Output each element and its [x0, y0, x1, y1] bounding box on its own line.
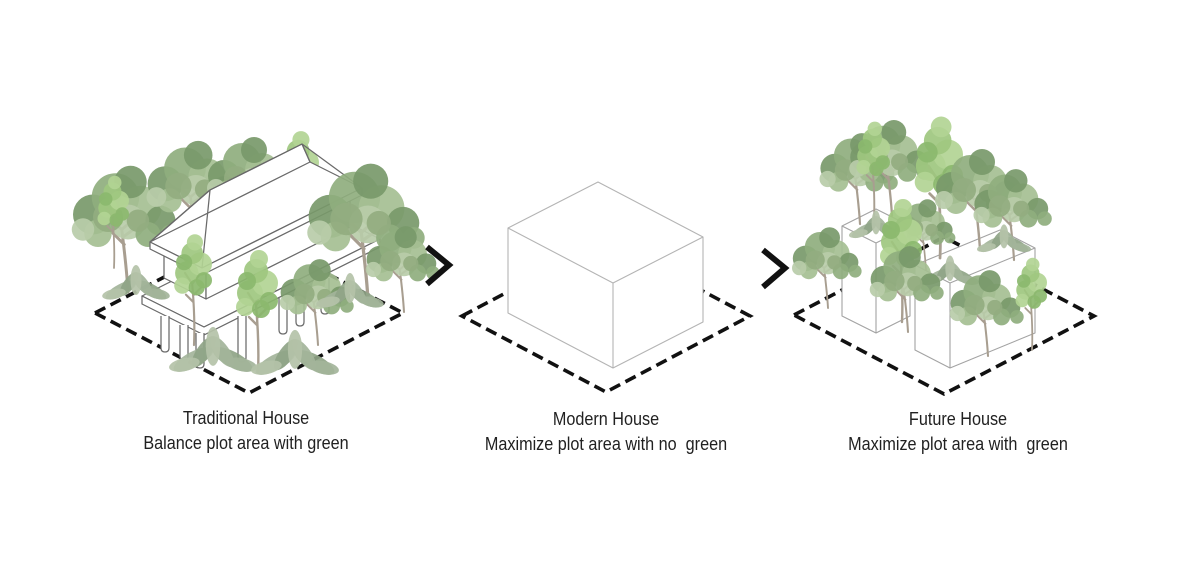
panel-future-illustration — [790, 115, 1098, 397]
panel-subtitle: Maximize plot area with no green — [484, 433, 728, 454]
panel-title: Future House — [908, 409, 1008, 429]
arrow-right-icon — [425, 244, 454, 287]
panel-traditional-illustration — [70, 130, 441, 396]
panel-title: Traditional House — [182, 408, 310, 428]
panel-subtitle: Maximize plot area with green — [848, 433, 1068, 454]
panel-modern-illustration — [458, 181, 754, 395]
panel-caption-modern: Modern House Maximize plot area with no … — [417, 407, 795, 456]
panel-caption-traditional: Traditional House Balance plot area with… — [57, 406, 435, 455]
panel-title: Modern House — [552, 409, 660, 429]
panel-subtitle: Balance plot area with green — [143, 432, 349, 453]
shrub-icon — [101, 265, 171, 304]
shrub-icon — [249, 329, 341, 380]
panel-caption-future: Future House Maximize plot area with gre… — [769, 407, 1147, 456]
arrow-right-icon — [761, 247, 790, 290]
modern-house-box — [507, 181, 704, 369]
